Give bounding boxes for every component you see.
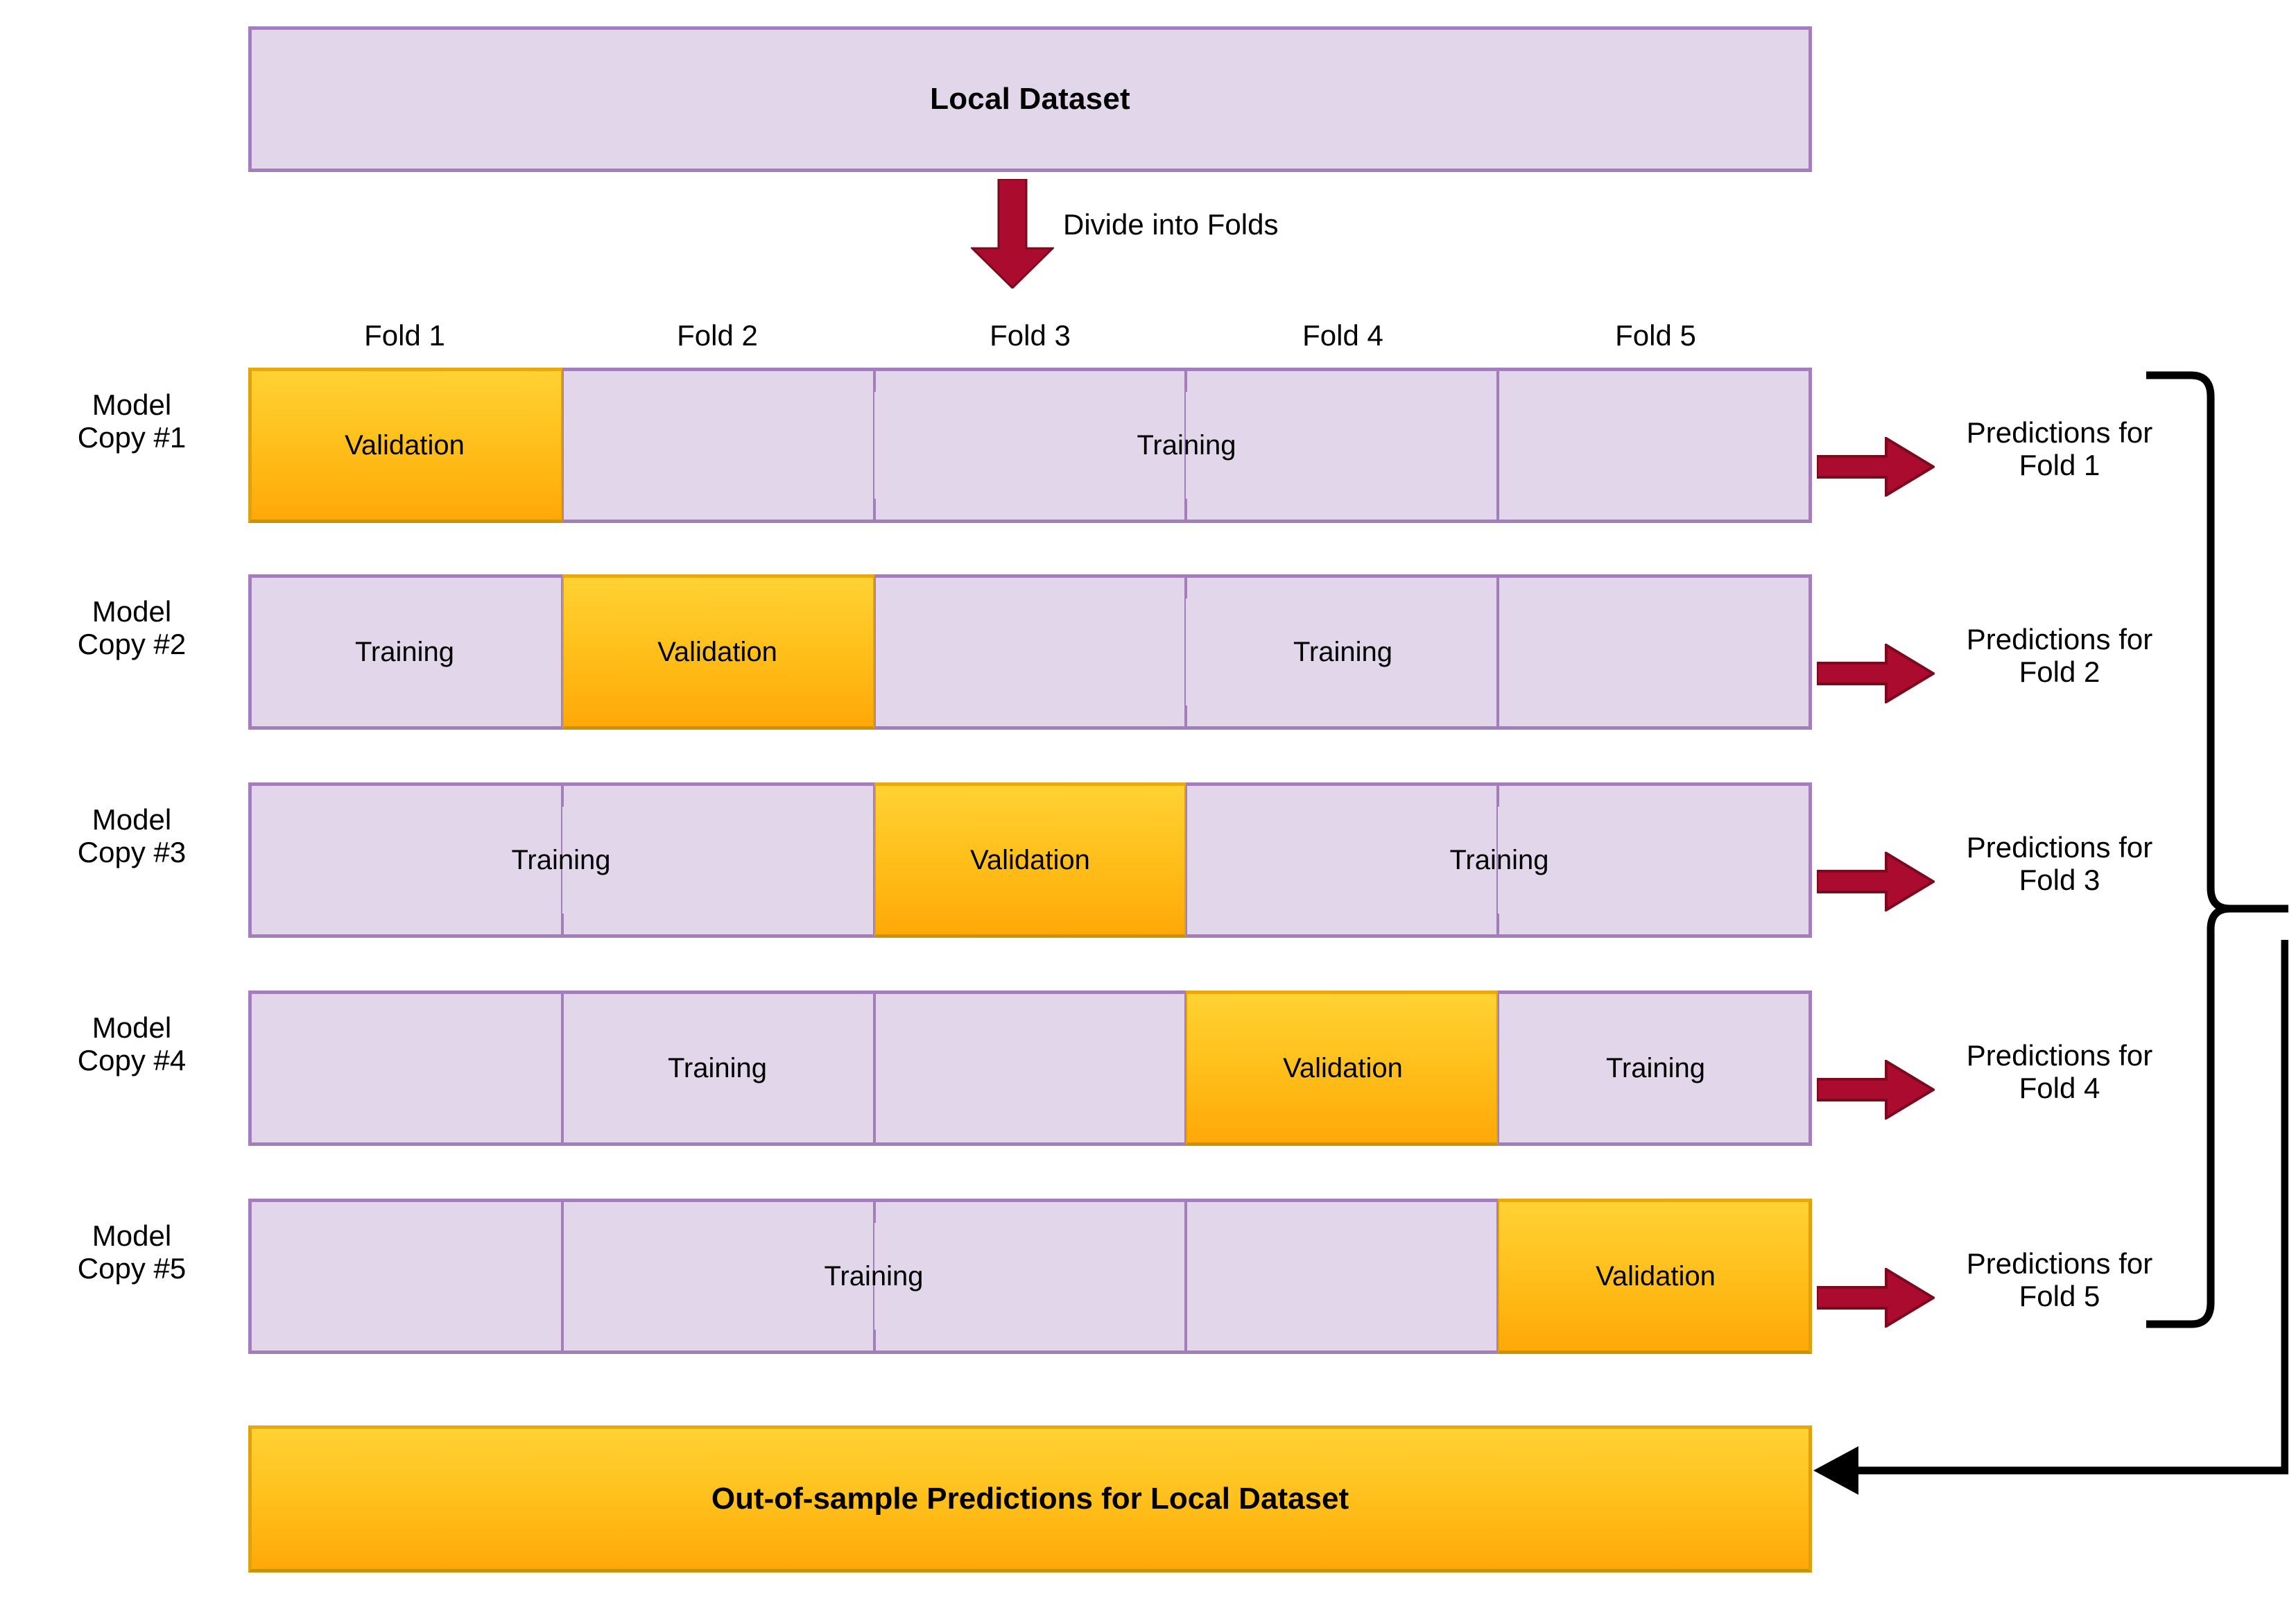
prediction-line2: Fold 3 [2019,864,2100,897]
result-feed-arrow [1813,940,2288,1495]
feed-path [1855,940,2288,1475]
model-label-line1: Model [92,803,172,836]
fold-cell-training[interactable] [874,368,1186,523]
model-copy-1-label: Model Copy #1 [28,388,236,454]
model-label-line1: Model [92,1011,172,1044]
prediction-label-5: Predictions for Fold 5 [1938,1247,2181,1312]
fold-cell-training[interactable] [1498,991,1812,1146]
fold-cell-validation[interactable] [248,368,562,523]
fold-cell-training[interactable] [248,991,562,1146]
prediction-label-2: Predictions for Fold 2 [1938,623,2181,688]
fold-cell-training[interactable] [1186,574,1499,730]
model-label-line2: Copy #5 [77,1252,187,1285]
prediction-line1: Predictions for [1966,416,2153,449]
fold-cell-training[interactable] [1498,782,1812,938]
row-arrow-icon-1 [1817,437,1935,497]
fold-cell-validation[interactable] [874,782,1186,938]
fold-cell-training[interactable] [874,1199,1186,1354]
fold-cell-training[interactable] [1498,368,1812,523]
fold-row-5: Training Validation [248,1199,1812,1354]
prediction-line2: Fold 1 [2019,449,2100,482]
local-dataset-label: Local Dataset [930,82,1130,116]
row-arrow-icon-5 [1817,1268,1935,1328]
fold-row-2: Training Validation Training [248,574,1812,730]
model-copy-4-label: Model Copy #4 [28,1011,236,1077]
row-arrow-icon-3 [1817,852,1935,911]
fold-header-2: Fold 2 [677,319,758,352]
model-copy-5-label: Model Copy #5 [28,1219,236,1285]
fold-cell-training[interactable] [562,1199,874,1354]
fold-cell-training[interactable] [562,991,874,1146]
fold-strip [248,1199,1812,1354]
prediction-line2: Fold 4 [2019,1072,2100,1105]
model-label-line2: Copy #4 [77,1044,187,1077]
row-arrow-icon-2 [1817,644,1935,703]
fold-strip [248,368,1812,523]
left-arrow-head-icon [1813,1446,1858,1495]
prediction-line1: Predictions for [1966,831,2153,864]
model-label-line1: Model [92,388,172,421]
fold-cell-training[interactable] [874,574,1186,730]
fold-cell-validation[interactable] [562,574,874,730]
fold-cell-training[interactable] [248,782,562,938]
prediction-label-1: Predictions for Fold 1 [1938,416,2181,481]
down-arrow-icon [971,179,1054,289]
divide-into-folds-label: Divide into Folds [1063,208,1279,241]
fold-cell-training[interactable] [248,574,562,730]
fold-cell-training[interactable] [248,1199,562,1354]
prediction-label-4: Predictions for Fold 4 [1938,1039,2181,1104]
fold-row-3: Training Validation Training [248,782,1812,938]
row-arrow-icon-4 [1817,1060,1935,1120]
model-copy-3-label: Model Copy #3 [28,803,236,868]
bracket-lower-half [2146,904,2231,1328]
prediction-label-3: Predictions for Fold 3 [1938,831,2181,896]
model-label-line2: Copy #2 [77,628,187,661]
fold-cell-training[interactable] [1498,574,1812,730]
aggregation-connector [2146,371,2288,1328]
fold-header-5: Fold 5 [1615,319,1696,352]
fold-cell-validation[interactable] [1498,1199,1812,1354]
fold-cell-training[interactable] [562,782,874,938]
fold-cell-training[interactable] [1186,1199,1499,1354]
fold-cell-training[interactable] [562,368,874,523]
fold-cell-training[interactable] [874,991,1186,1146]
prediction-line2: Fold 5 [2019,1280,2100,1313]
fold-strip [248,574,1812,730]
fold-cell-training[interactable] [1186,368,1499,523]
model-label-line1: Model [92,595,172,628]
fold-cell-training[interactable] [1186,782,1499,938]
model-copy-2-label: Model Copy #2 [28,595,236,660]
fold-cell-validation[interactable] [1186,991,1499,1146]
bracket-upper-half [2146,371,2231,913]
fold-row-4: Training Validation Training [248,991,1812,1146]
fold-row-1: Validation Training [248,368,1812,523]
prediction-line1: Predictions for [1966,1039,2153,1072]
out-of-sample-predictions-box: Out-of-sample Predictions for Local Data… [248,1425,1812,1572]
model-label-line1: Model [92,1219,172,1252]
local-dataset-box: Local Dataset [248,26,1812,172]
fold-header-1: Fold 1 [364,319,445,352]
fold-header-row: Fold 1 Fold 2 Fold 3 Fold 4 Fold 5 [248,319,1812,361]
fold-header-4: Fold 4 [1302,319,1383,352]
prediction-line1: Predictions for [1966,1247,2153,1280]
prediction-line2: Fold 2 [2019,655,2100,689]
fold-header-3: Fold 3 [990,319,1071,352]
fold-strip [248,991,1812,1146]
out-of-sample-predictions-label: Out-of-sample Predictions for Local Data… [711,1482,1349,1516]
model-label-line2: Copy #3 [77,836,187,869]
prediction-line1: Predictions for [1966,623,2153,655]
fold-strip [248,782,1812,938]
model-label-line2: Copy #1 [77,421,187,454]
